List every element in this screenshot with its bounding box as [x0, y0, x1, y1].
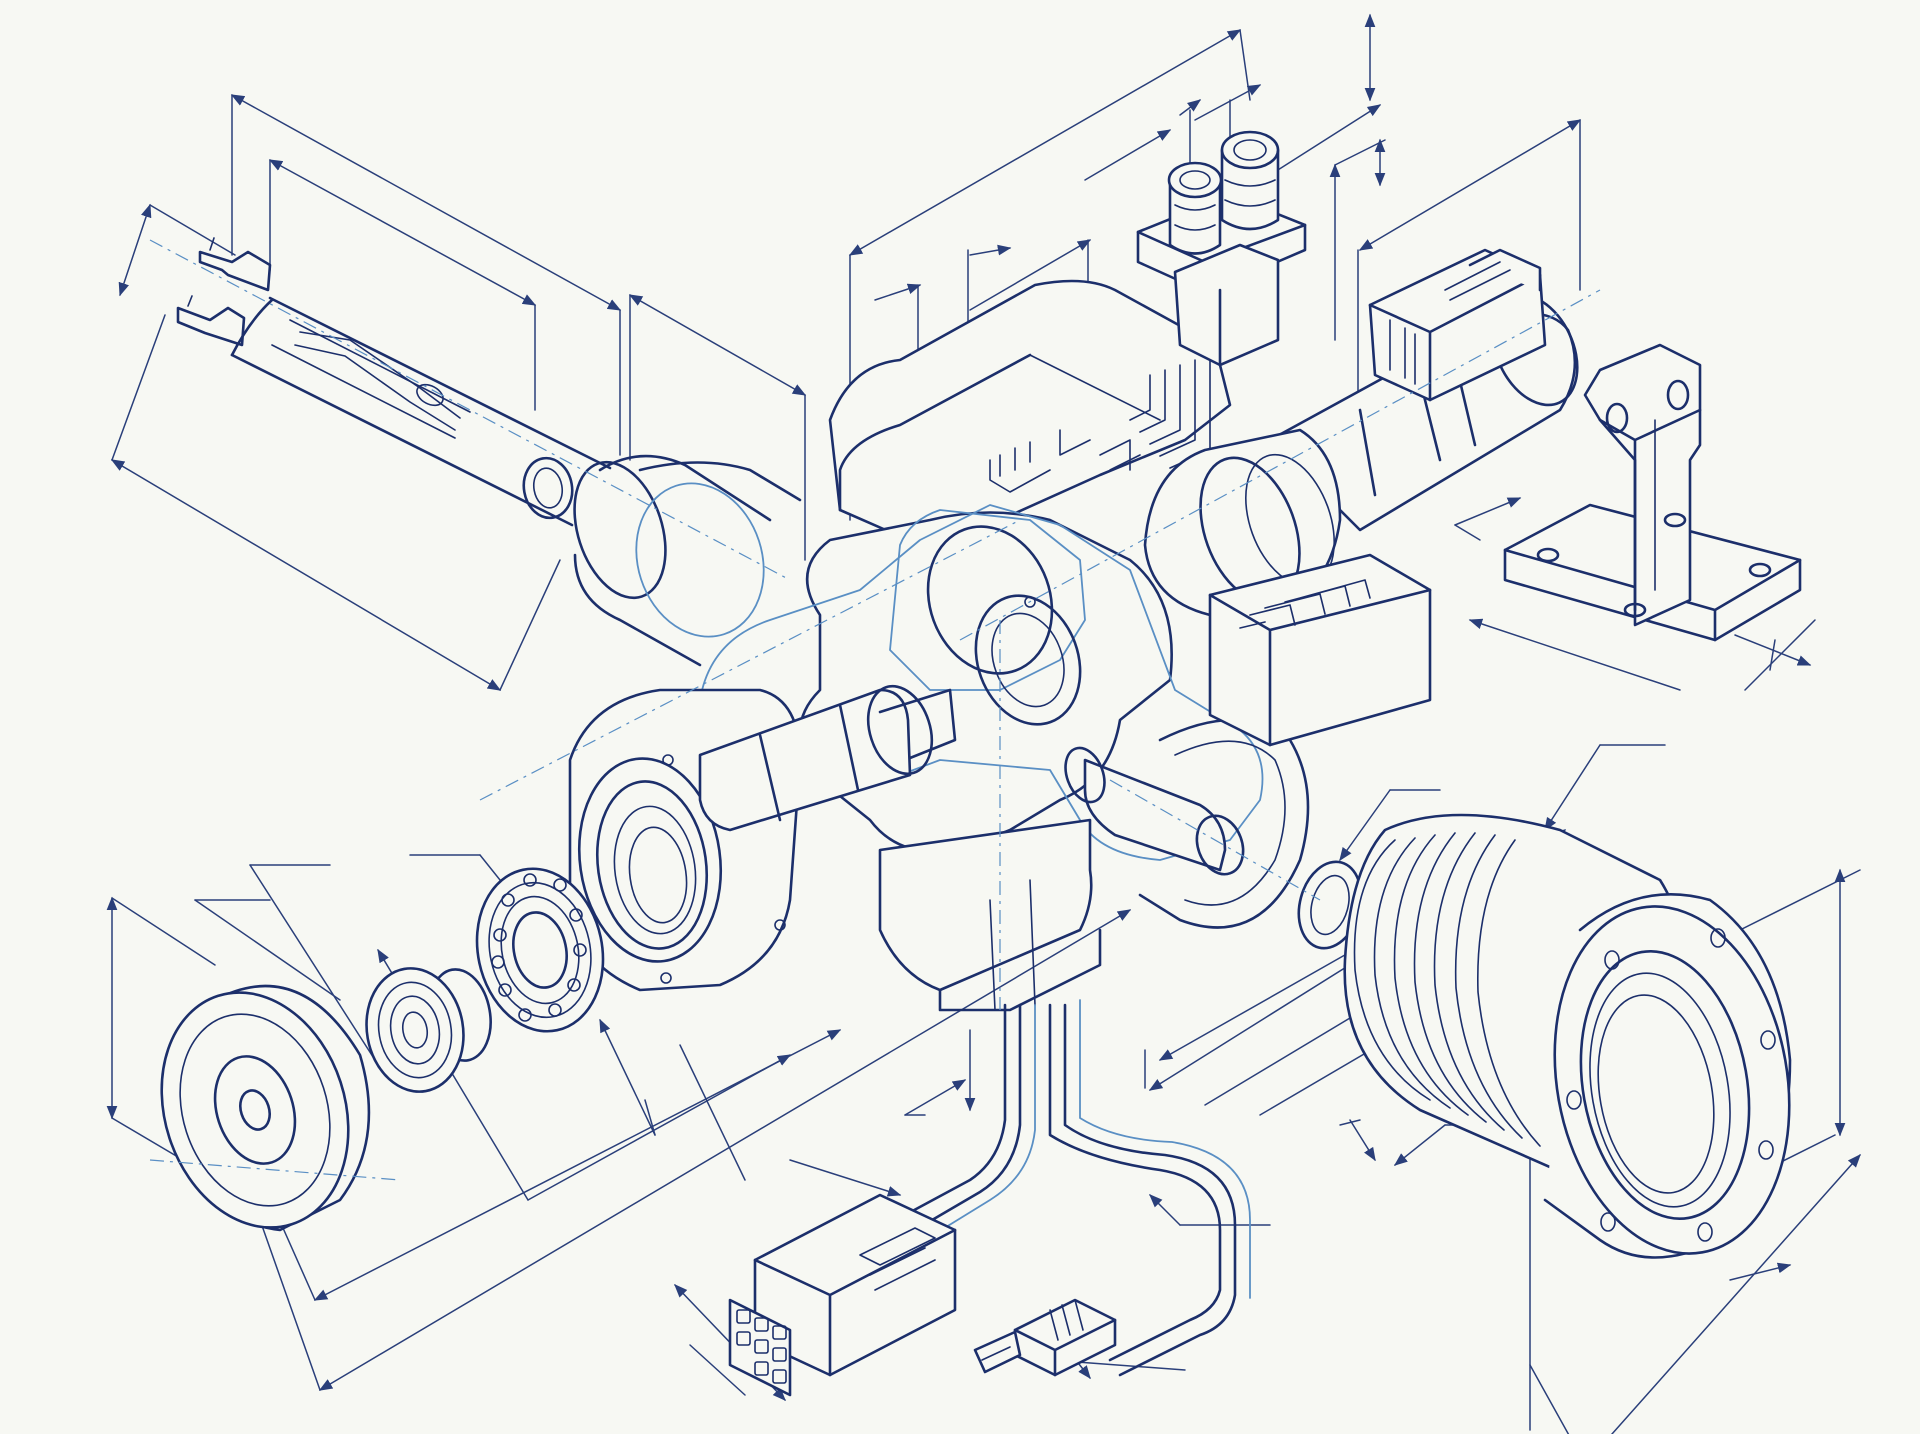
right-bore-centerline: [1109, 779, 1321, 901]
wiring-harness: [903, 999, 1251, 1377]
flanged-coupling: [1343, 813, 1792, 1259]
pulley-centerline: [149, 1159, 401, 1181]
large-bearing: [475, 867, 605, 1033]
pulley-disc: [160, 984, 371, 1232]
small-plug-connector: [973, 1298, 1117, 1377]
main-housing: [568, 279, 1310, 1012]
top-port-fittings: [1136, 130, 1307, 367]
pcb-traces-top: [989, 359, 1211, 493]
main-centerline: [479, 519, 1021, 801]
sensor-probe-assembly: [176, 237, 802, 667]
mounting-bracket: [1503, 343, 1802, 642]
actuator-centerline: [959, 289, 1601, 641]
multi-pin-connector: [728, 1193, 957, 1397]
right-actuator: [1143, 248, 1579, 747]
probe-centerline: [149, 239, 791, 581]
small-bearing: [365, 967, 492, 1093]
